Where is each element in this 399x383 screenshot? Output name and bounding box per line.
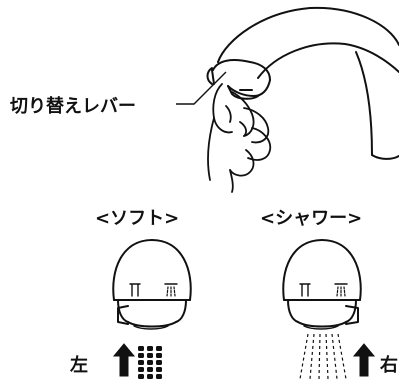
soft-nozzle: [113, 240, 190, 329]
water-bubble: [147, 374, 153, 379]
water-bubble: [147, 346, 153, 351]
water-bubble: [138, 367, 144, 372]
water-bubble: [156, 360, 162, 365]
water-bubble: [147, 353, 153, 358]
up-arrow-right-icon: [354, 344, 374, 376]
hand-illustration: [208, 84, 270, 192]
left-label: 左: [70, 354, 88, 376]
water-bubble: [156, 353, 162, 358]
shower-water-stream: [300, 334, 346, 379]
water-bubble: [138, 374, 144, 379]
water-bubble: [156, 374, 162, 379]
right-label: 右: [380, 354, 398, 376]
soft-mode-title: <ソフト>: [95, 208, 179, 229]
lever-label: 切り替えレバー: [10, 95, 136, 117]
soft-water-stream: [138, 346, 162, 379]
water-bubble: [156, 367, 162, 372]
shower-mode-title: <シャワー>: [260, 208, 362, 229]
water-bubble: [138, 360, 144, 365]
water-bubble: [156, 346, 162, 351]
water-bubble: [147, 367, 153, 372]
water-bubble: [147, 360, 153, 365]
faucet-illustration: [208, 8, 399, 159]
water-bubble: [138, 353, 144, 358]
shower-nozzle: [283, 240, 360, 329]
water-bubble: [138, 346, 144, 351]
up-arrow-left-icon: [114, 344, 134, 376]
